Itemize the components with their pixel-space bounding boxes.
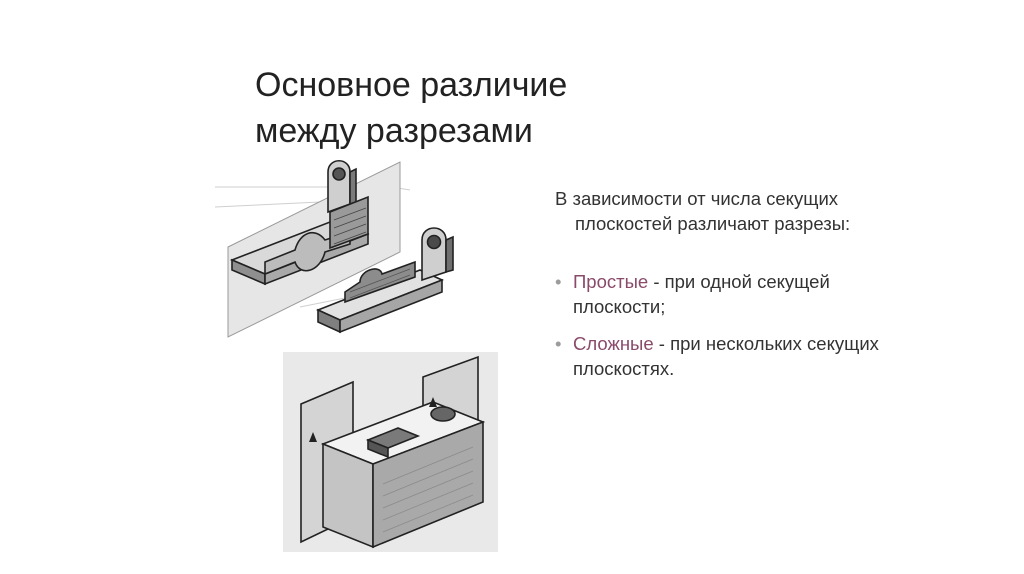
intro-line-2: плоскостей различают разрезы:: [575, 213, 851, 234]
bullet-icon: •: [555, 333, 562, 354]
list-item-simple: • Простые - при одной секущей плоскости;: [555, 269, 985, 319]
definition-simple-cont: плоскости;: [573, 296, 666, 317]
bullet-icon: •: [555, 271, 562, 292]
definition-complex-cont: плоскостях.: [573, 358, 675, 379]
definition-simple: - при одной секущей: [648, 271, 830, 292]
complex-section-illustration: [283, 352, 498, 552]
intro-line-1: В зависимости от числа секущих: [555, 188, 839, 209]
section-types-list: • Простые - при одной секущей плоскости;…: [555, 269, 985, 381]
definition-complex: - при нескольких секущих: [653, 333, 879, 354]
slide-body: В зависимости от числа секущих плоскосте…: [555, 186, 985, 393]
term-complex: Сложные: [573, 333, 654, 354]
list-item-complex: • Сложные - при нескольких секущих плоск…: [555, 331, 985, 381]
term-simple: Простые: [573, 271, 649, 292]
slide-title: Основное различие между разрезами: [255, 62, 675, 154]
title-line-2: между разрезами: [255, 112, 533, 150]
title-line-1: Основное различие: [255, 66, 568, 104]
intro-text: В зависимости от числа секущих плоскосте…: [555, 186, 985, 236]
simple-section-illustration: [214, 159, 454, 338]
